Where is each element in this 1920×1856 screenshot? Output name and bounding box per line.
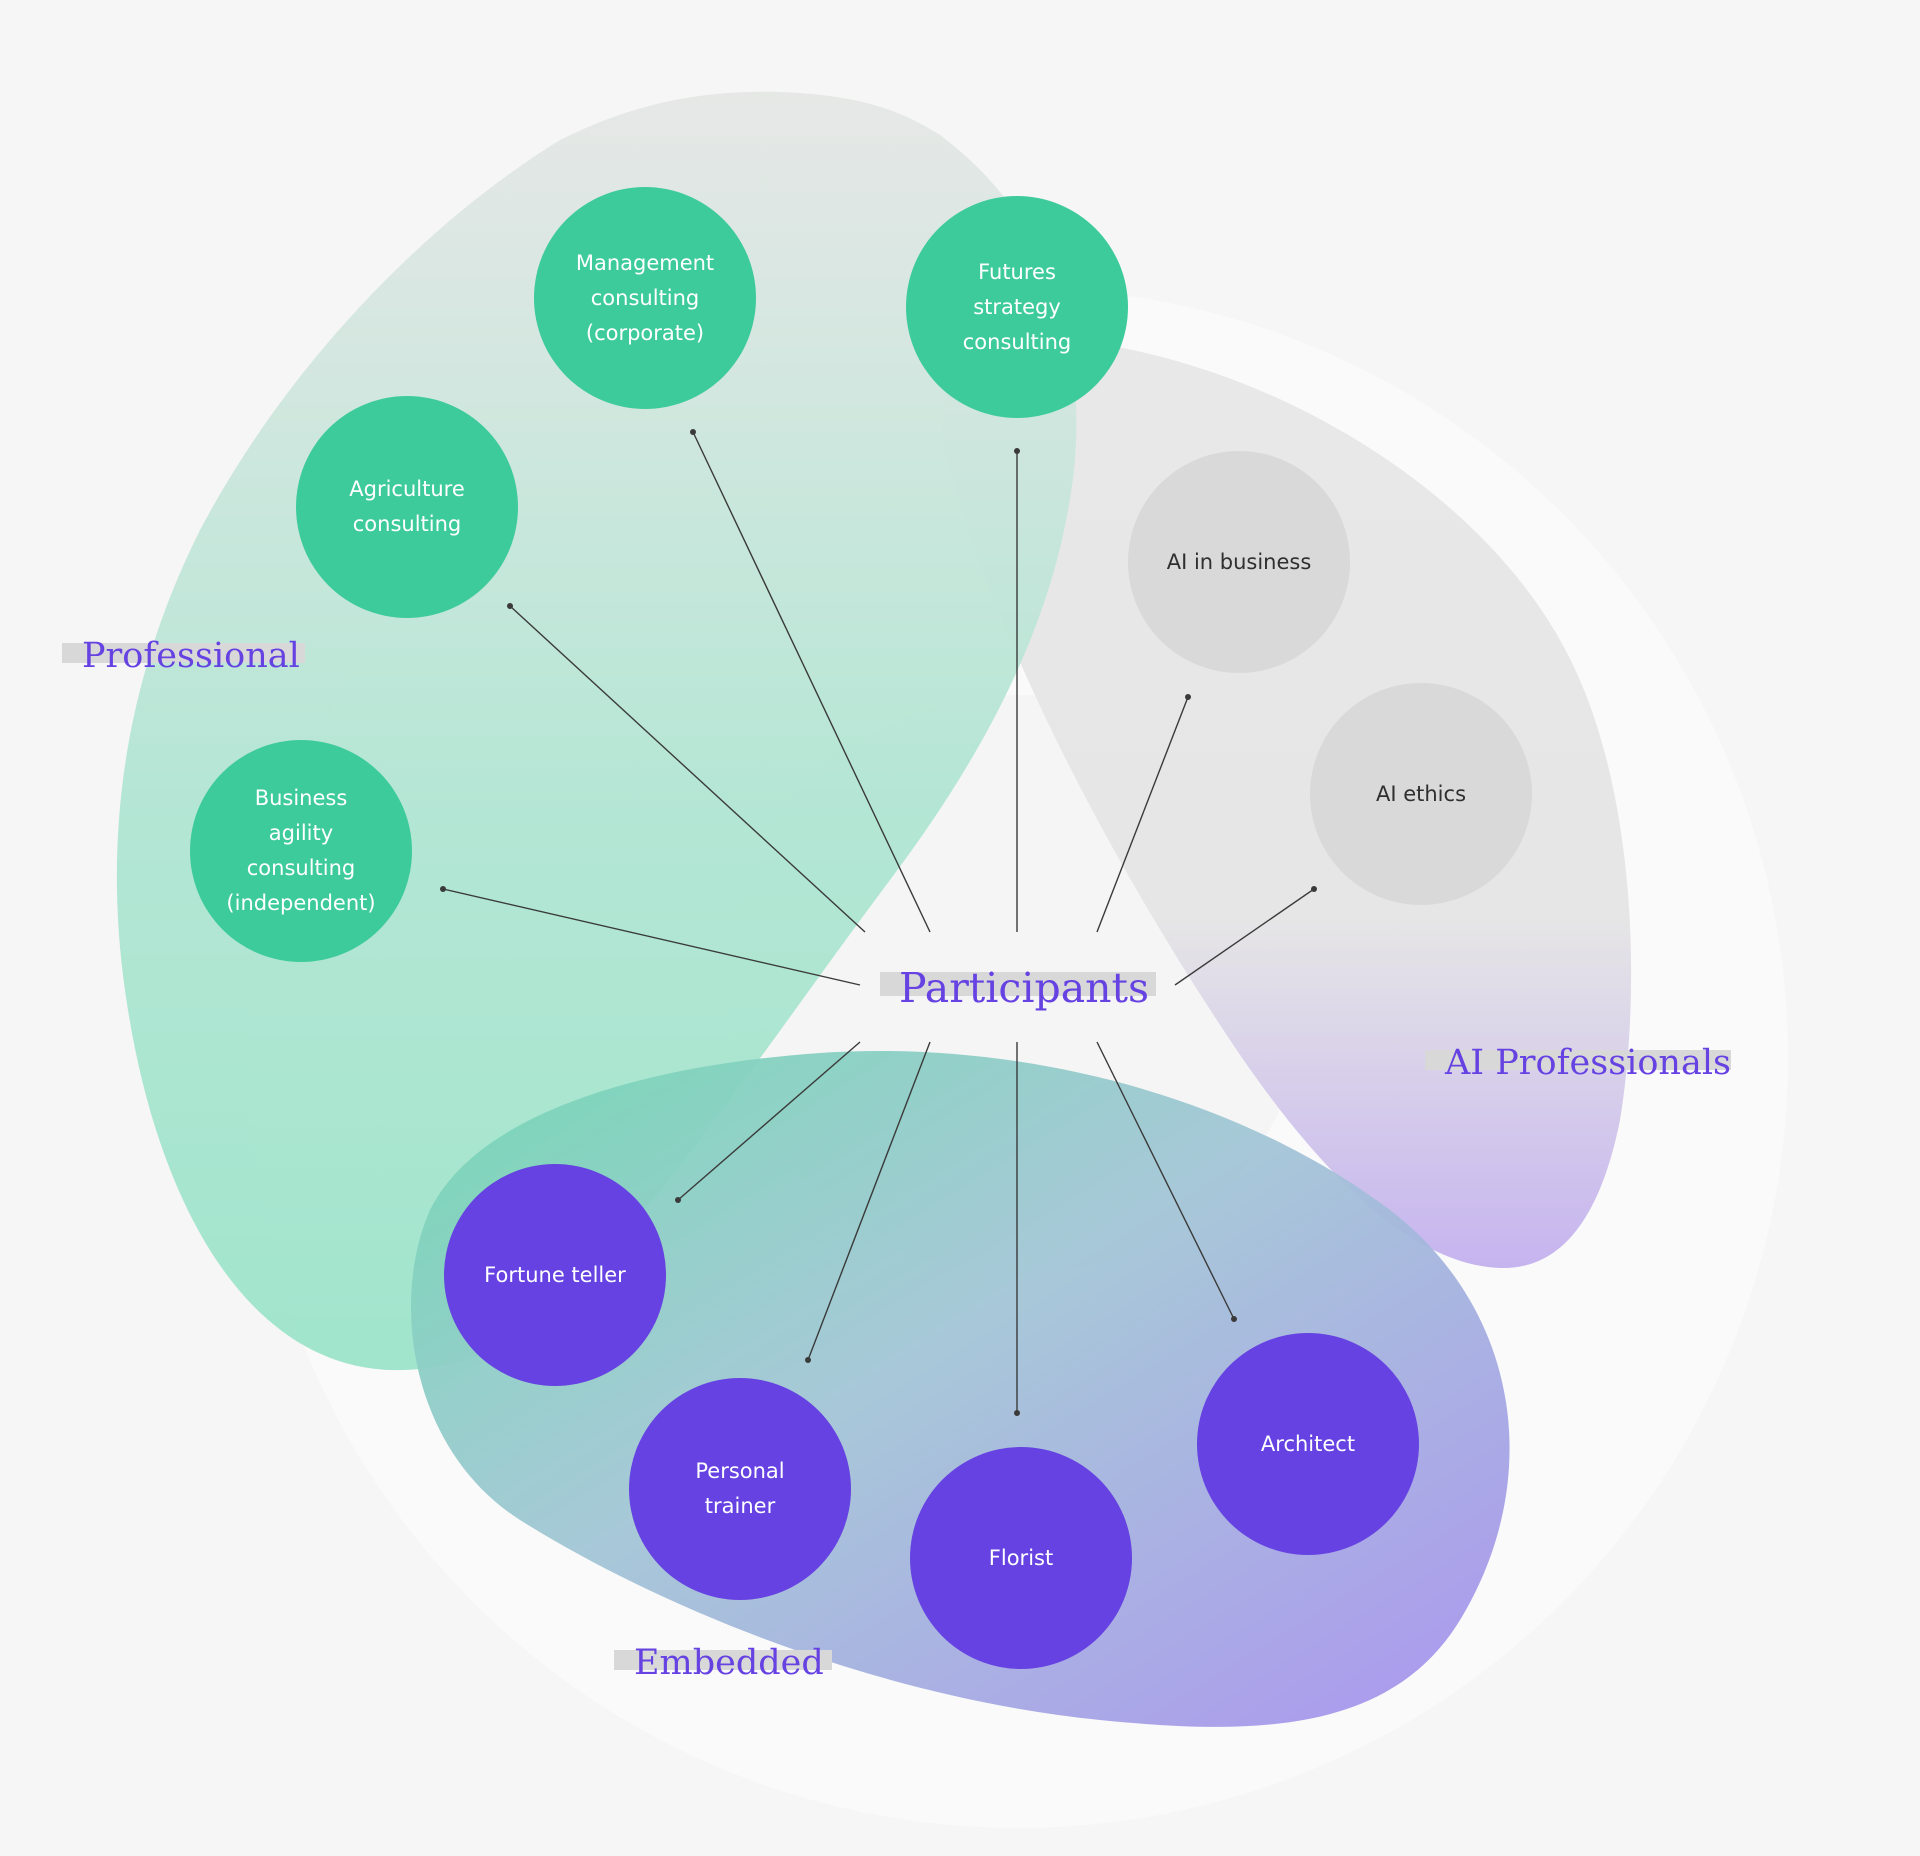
connector-agriculture: [509, 605, 866, 933]
dot-fortune-teller: [675, 1197, 681, 1203]
node-personal-trainer: Personal trainer: [629, 1378, 851, 1600]
dot-architect: [1231, 1316, 1237, 1322]
group-label-ai-professionals-text: AI Professionals: [1445, 1043, 1731, 1083]
group-label-professional-text: Professional: [82, 636, 300, 676]
node-management-consulting: Management consulting (corporate): [534, 187, 756, 409]
dot-business-agility: [440, 886, 446, 892]
connector-ai-ethics: [1174, 888, 1315, 986]
dot-personal-trainer: [805, 1357, 811, 1363]
node-architect: Architect: [1197, 1333, 1419, 1555]
ai-professionals-area: [942, 338, 1632, 1269]
connectors: [442, 431, 1315, 1413]
label-highlight: [880, 972, 1156, 996]
group-label-ai-professionals: AI Professionals: [1425, 1043, 1731, 1083]
node-ai-ethics: AI ethics: [1310, 683, 1532, 905]
connector-business-agility: [442, 888, 861, 986]
dot-futures: [1014, 448, 1020, 454]
connector-fortune-teller: [677, 1041, 861, 1201]
group-label-professional: Professional: [62, 636, 305, 676]
dot-management: [690, 429, 696, 435]
connector-personal-trainer: [807, 1041, 931, 1361]
dot-florist: [1014, 1410, 1020, 1416]
connector-management: [692, 431, 931, 933]
node-fortune-teller: Fortune teller: [444, 1164, 666, 1386]
group-label-embedded-text: Embedded: [634, 1643, 824, 1683]
dot-agriculture: [507, 603, 513, 609]
label-highlight: [1425, 1050, 1731, 1070]
center-label-text: Participants: [899, 964, 1150, 1012]
connector-dots: [440, 429, 1317, 1416]
label-highlight: [614, 1650, 832, 1670]
node-florist: Florist: [910, 1447, 1132, 1669]
node-futures-strategy-consulting: Futures strategy consulting: [906, 196, 1128, 418]
node-agriculture-consulting: Agriculture consulting: [296, 396, 518, 618]
node-business-agility-consulting: Business agility consulting (independent…: [190, 740, 412, 962]
dot-ai-ethics: [1311, 886, 1317, 892]
label-highlight: [62, 643, 305, 663]
connector-architect: [1096, 1041, 1235, 1320]
center-label-participants: Participants: [878, 964, 1156, 1012]
group-label-embedded: Embedded: [614, 1643, 832, 1683]
connector-ai-business: [1096, 696, 1189, 933]
node-ai-in-business: AI in business: [1128, 451, 1350, 673]
dot-ai-business: [1185, 694, 1191, 700]
